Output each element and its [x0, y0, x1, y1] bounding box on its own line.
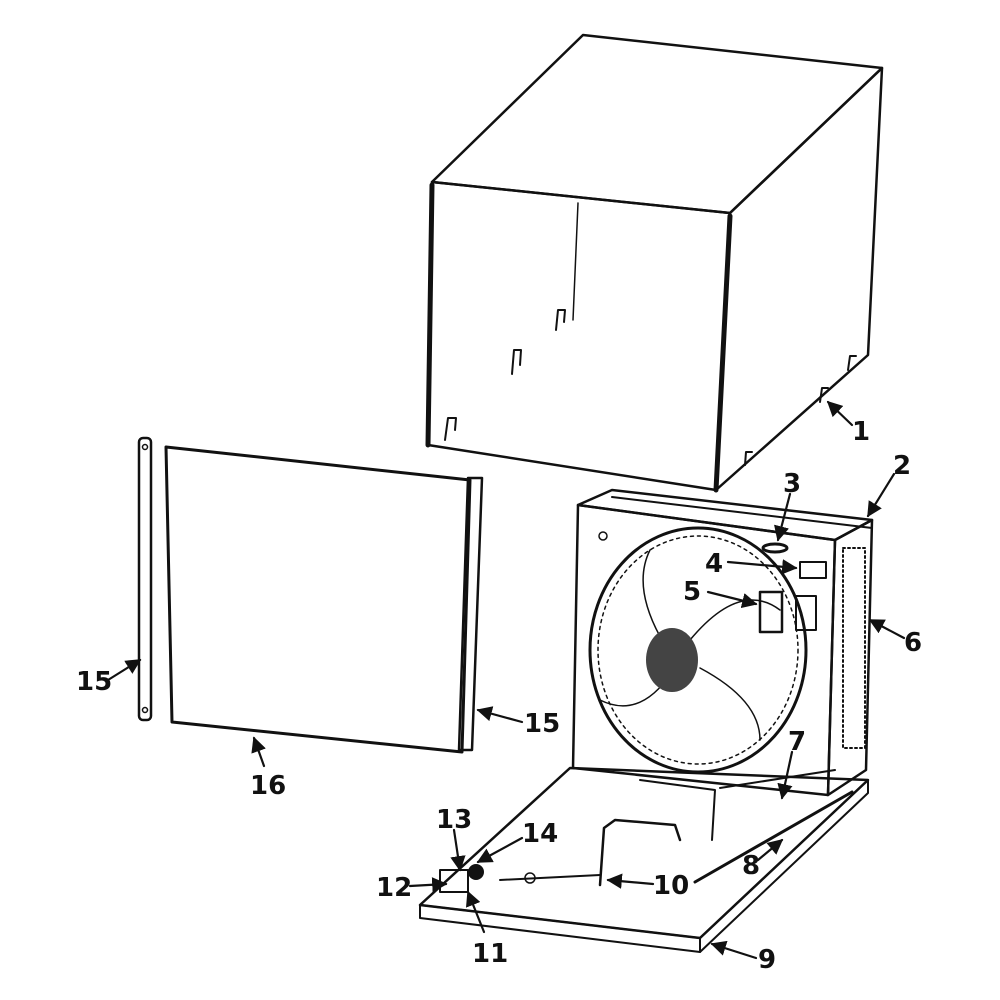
label-part-1: 1 — [852, 417, 870, 447]
label-part-2: 2 — [893, 451, 911, 481]
leader-lines — [106, 400, 906, 960]
label-part-12: 12 — [376, 873, 412, 903]
label-part-10: 10 — [653, 871, 689, 901]
label-part-7: 7 — [788, 727, 806, 757]
label-part-13: 13 — [436, 805, 472, 835]
label-part-16: 16 — [250, 771, 286, 801]
frame-rail-left — [137, 436, 153, 722]
label-part-4: 4 — [705, 549, 723, 579]
label-part-8: 8 — [742, 851, 760, 881]
fan-bulkhead — [571, 488, 874, 797]
label-part-9: 9 — [758, 945, 776, 975]
label-part-11: 11 — [472, 939, 508, 969]
cabinet-cover — [425, 33, 884, 493]
base-pan — [418, 766, 870, 953]
label-part-15-left: 15 — [76, 667, 112, 697]
label-part-14: 14 — [522, 819, 558, 849]
label-part-15-right: 15 — [524, 709, 560, 739]
label-part-5: 5 — [683, 577, 701, 607]
label-part-3: 3 — [783, 469, 801, 499]
frame-rail-right — [457, 476, 484, 752]
part-labels: 1 2 3 4 5 6 7 8 9 10 11 12 13 14 15 15 1… — [76, 417, 922, 975]
label-part-6: 6 — [904, 628, 922, 658]
condenser-mesh — [164, 445, 472, 754]
